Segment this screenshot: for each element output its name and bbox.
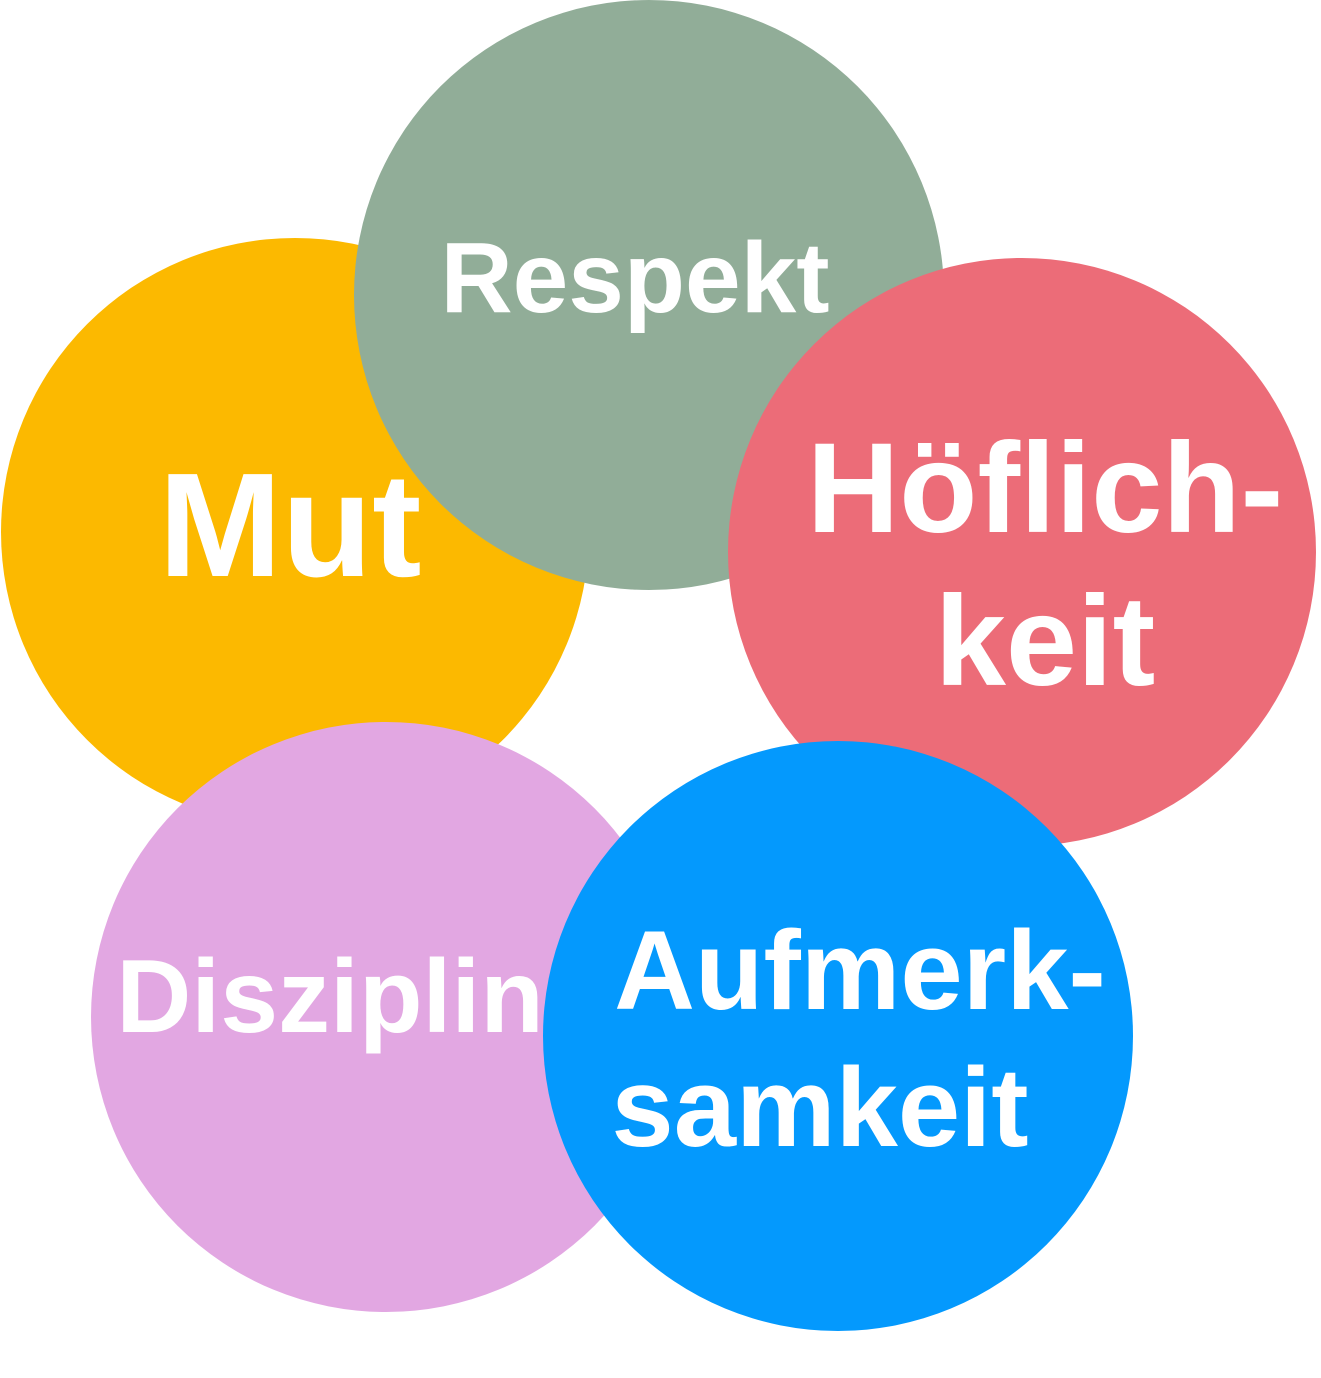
label-disziplin: Disziplin — [116, 939, 544, 1055]
label-mut: Mut — [158, 443, 422, 608]
circle-aufmerksamkeit — [543, 741, 1133, 1331]
label-aufmerksamkeit-line-1: Aufmerk- — [614, 908, 1106, 1033]
label-hoeflichkeit-line-1: Höflich- — [806, 417, 1284, 560]
label-respekt: Respekt — [440, 222, 830, 334]
label-aufmerksamkeit-line-2: samkeit — [611, 1045, 1029, 1170]
label-hoeflichkeit-line-2: keit — [934, 570, 1156, 713]
